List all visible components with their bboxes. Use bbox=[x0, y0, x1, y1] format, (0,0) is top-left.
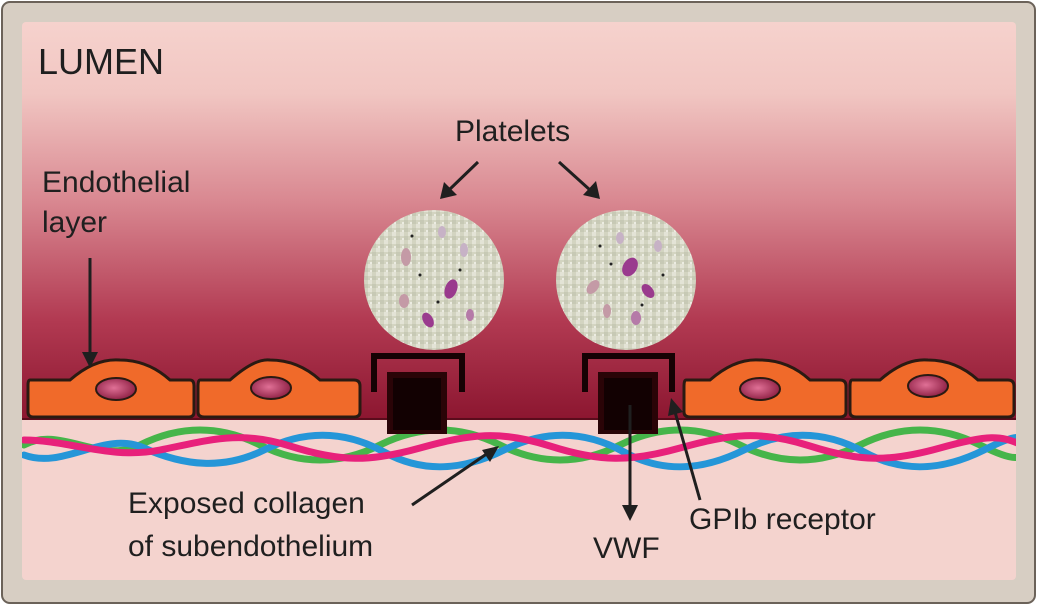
arrow-platelets-left bbox=[440, 160, 480, 199]
endothelial-cell bbox=[196, 358, 362, 419]
cell-nucleus bbox=[95, 377, 137, 401]
lumen-region bbox=[22, 22, 1016, 419]
cell-nucleus bbox=[739, 377, 781, 401]
arrow-gpib bbox=[668, 398, 702, 501]
endothelial-cells bbox=[26, 358, 1016, 419]
vwf-block-left bbox=[387, 372, 447, 434]
lumen-label: LUMEN bbox=[38, 41, 165, 82]
annotation-arrows bbox=[82, 160, 702, 521]
collagen-strand-green bbox=[22, 426, 1016, 464]
arrow-collagen bbox=[411, 446, 499, 507]
gpib-receptor-left bbox=[371, 353, 465, 392]
arrow-vwf bbox=[622, 405, 638, 521]
arrow-platelets-right bbox=[557, 160, 600, 199]
platelets-label: Platelets bbox=[455, 115, 571, 148]
gpib-label: GPIb receptor bbox=[689, 503, 876, 536]
endothelial-label-line2: layer bbox=[42, 206, 108, 239]
cell-nucleus bbox=[907, 374, 949, 398]
gpib-receptor-right bbox=[582, 353, 675, 392]
platelet-left bbox=[364, 210, 504, 350]
cell-nucleus bbox=[250, 376, 292, 400]
endothelial-cell bbox=[26, 358, 196, 419]
collagen-strand-blue bbox=[22, 431, 1016, 471]
platelet-right bbox=[556, 210, 696, 350]
endothelial-cell bbox=[848, 358, 1016, 419]
endothelial-cell bbox=[682, 358, 848, 419]
collagen-label-line1: Exposed collagen bbox=[128, 487, 365, 520]
collagen-strand-pink bbox=[22, 432, 1016, 462]
arrow-endothelial bbox=[82, 258, 98, 368]
vwf-block-right bbox=[598, 372, 658, 434]
collagen-label-line2: of subendothelium bbox=[128, 530, 374, 563]
vwf-label: VWF bbox=[593, 532, 660, 565]
endothelial-label-line1: Endothelial bbox=[42, 166, 191, 199]
collagen-fibers bbox=[22, 426, 1016, 471]
